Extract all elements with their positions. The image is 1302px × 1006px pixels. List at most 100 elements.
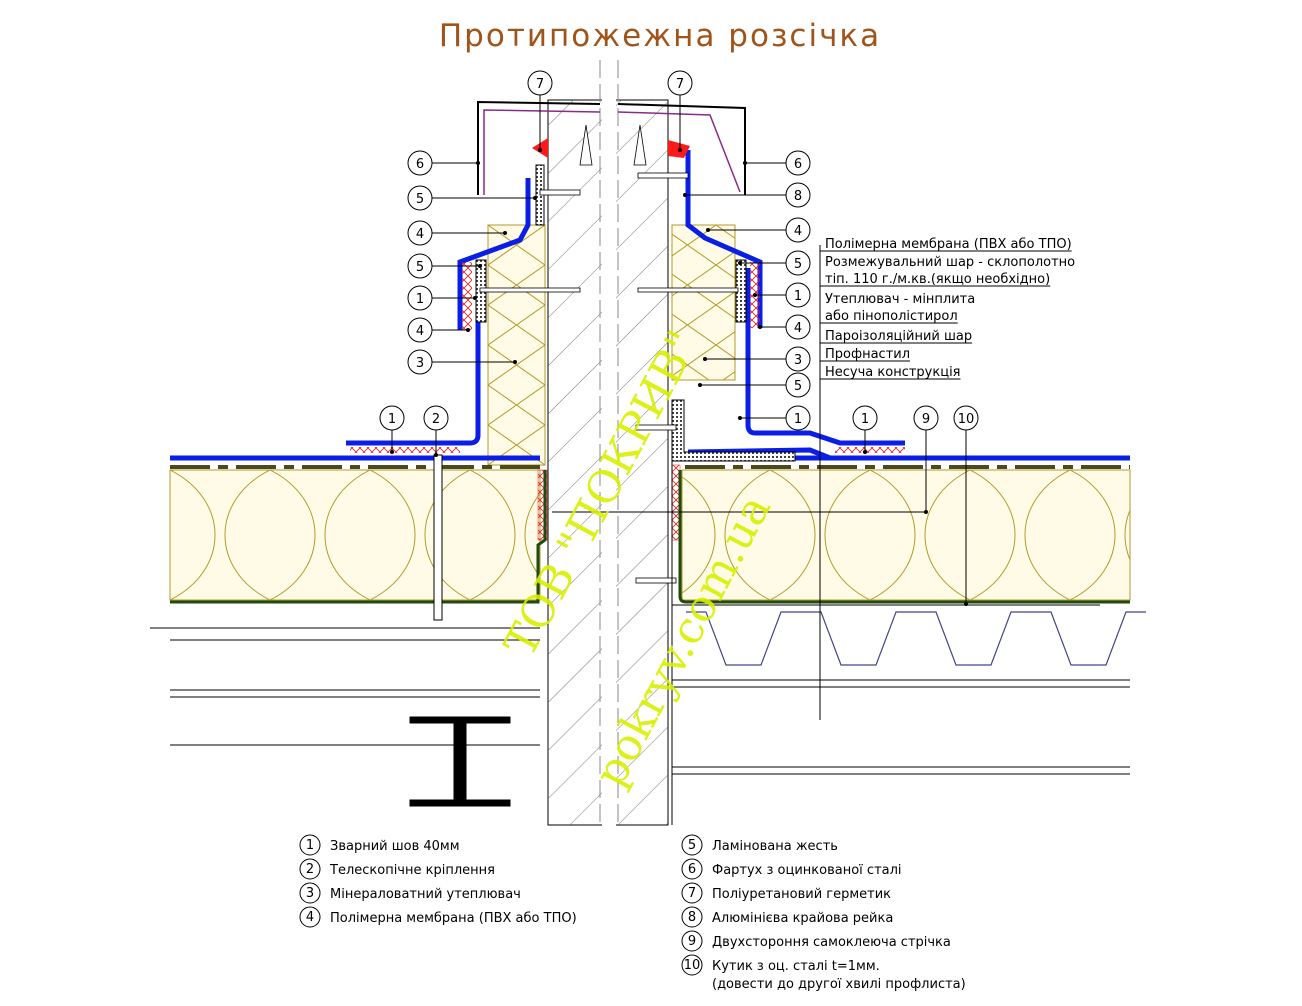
callout-number: 5 bbox=[794, 257, 802, 272]
galvanized-cap-flashing bbox=[477, 100, 746, 195]
callout-number: 7 bbox=[676, 77, 684, 92]
callout-4: 4 bbox=[758, 314, 811, 340]
callout-number: 5 bbox=[416, 192, 424, 207]
callout-number: 8 bbox=[794, 189, 802, 204]
callout-number: 4 bbox=[794, 224, 802, 239]
legend-number: 7 bbox=[688, 886, 696, 901]
structure-right bbox=[671, 440, 1130, 825]
callout-number: 6 bbox=[794, 157, 802, 172]
layer-label: Розмежувальний шар - склополотно bbox=[825, 255, 1075, 270]
layer-label: або пінополістирол bbox=[825, 309, 958, 324]
callout-1: 1 bbox=[738, 405, 811, 431]
legend-text: Кутик з оц. сталі t=1мм. bbox=[712, 959, 880, 974]
callout-3: 3 bbox=[407, 349, 517, 375]
callout-5: 5 bbox=[407, 185, 537, 211]
callout-5: 5 bbox=[738, 250, 811, 276]
legend-text: Алюмінієва крайова рейка bbox=[712, 911, 893, 926]
callout-number: 3 bbox=[794, 353, 802, 368]
legend-number: 2 bbox=[306, 862, 314, 877]
callout-6: 6 bbox=[743, 150, 811, 176]
callout-number: 1 bbox=[794, 412, 802, 427]
callout-10: 10 bbox=[953, 405, 979, 606]
callout-number: 1 bbox=[861, 412, 869, 427]
callout-2: 2 bbox=[423, 405, 449, 457]
weld-seam-upstand-left bbox=[462, 262, 472, 330]
callout-1: 1 bbox=[753, 282, 811, 308]
i-beam bbox=[409, 716, 511, 807]
legend-item: 7 Поліуретановий герметик bbox=[681, 882, 891, 904]
layer-label: Пароізоляційний шар bbox=[825, 329, 972, 344]
legend-text: Полімерна мембрана (ПВХ або ТПО) bbox=[330, 911, 577, 926]
legend-item: 6 Фартух з оцинкованої сталі bbox=[681, 858, 902, 880]
callout-number: 4 bbox=[416, 324, 424, 339]
layer-label: Утеплювач - мінплита bbox=[825, 292, 975, 307]
callout-3: 3 bbox=[703, 346, 811, 372]
callout-6: 6 bbox=[407, 150, 480, 176]
legend-text: Двухстороння самоклеюча стрічка bbox=[712, 935, 951, 950]
callout-number: 1 bbox=[388, 412, 396, 427]
callout-number: 9 bbox=[922, 412, 930, 427]
callout-4: 4 bbox=[706, 217, 811, 243]
legend-item: 1 Зварний шов 40мм bbox=[299, 834, 460, 856]
layer-labels: Полімерна мембрана (ПВХ або ТПО) Розмежув… bbox=[820, 237, 1075, 380]
structure-left bbox=[150, 627, 540, 807]
callout-number: 5 bbox=[416, 260, 424, 275]
callout-number: 3 bbox=[416, 356, 424, 371]
layer-label: Профнастил bbox=[825, 347, 910, 362]
callout-5: 5 bbox=[407, 253, 482, 279]
legend-note: (довести до другої хвилі профлиста) bbox=[712, 977, 966, 992]
legend-number: 9 bbox=[688, 934, 696, 949]
callouts: 7 6 5 4 5 1 4 3 1 2 7 6 8 4 5 1 4 3 5 1 1 9 10 bbox=[379, 70, 979, 606]
callout-number: 7 bbox=[536, 77, 544, 92]
legend-number: 5 bbox=[688, 838, 696, 853]
callout-4: 4 bbox=[407, 220, 507, 246]
callout-5: 5 bbox=[698, 372, 811, 398]
drawing-title: Протипожежна розсічка bbox=[439, 18, 881, 54]
weld-seam-right bbox=[835, 447, 905, 453]
legend-number: 6 bbox=[688, 862, 696, 877]
callout-1: 1 bbox=[852, 405, 878, 454]
legend-item: 5 Ламінована жесть bbox=[681, 834, 838, 856]
roof-insulation bbox=[169, 469, 1131, 601]
callout-7: 7 bbox=[667, 70, 693, 152]
upstand-insulation bbox=[487, 224, 736, 466]
callout-number: 2 bbox=[432, 412, 440, 427]
layer-label: Несуча конструкція bbox=[825, 365, 961, 380]
callout-1: 1 bbox=[379, 405, 405, 454]
layer-label: Полімерна мембрана (ПВХ або ТПО) bbox=[825, 237, 1072, 252]
legend-item: 8 Алюмінієва крайова рейка bbox=[681, 906, 893, 928]
legend-text: Телескопічне кріплення bbox=[329, 863, 495, 878]
profiled-deck bbox=[686, 611, 1146, 666]
legend-text: Зварний шов 40мм bbox=[330, 839, 460, 854]
legend-item: 2 Телескопічне кріплення bbox=[299, 858, 495, 880]
weld-seam-left bbox=[350, 447, 460, 453]
telescopic-fastener bbox=[433, 454, 443, 621]
legend-number: 10 bbox=[684, 958, 701, 973]
legend-number: 3 bbox=[306, 886, 314, 901]
callout-number: 6 bbox=[416, 157, 424, 172]
masonry-wall bbox=[547, 60, 669, 826]
callout-number: 1 bbox=[416, 292, 424, 307]
callout-number: 4 bbox=[416, 227, 424, 242]
callout-number: 1 bbox=[794, 289, 802, 304]
legend-item: 9 Двухстороння самоклеюча стрічка bbox=[681, 930, 951, 952]
legend-number: 1 bbox=[306, 838, 314, 853]
legend-text: Поліуретановий герметик bbox=[712, 887, 891, 902]
legend-text: Фартух з оцинкованої сталі bbox=[712, 863, 902, 878]
callout-1: 1 bbox=[407, 285, 477, 311]
legend-number: 8 bbox=[688, 910, 696, 925]
anchors bbox=[479, 124, 739, 584]
legend-item: 10 Кутик з оц. сталі t=1мм. bbox=[681, 954, 880, 976]
vapor-barrier-left bbox=[170, 470, 547, 604]
vapor-barrier-right bbox=[678, 470, 1130, 604]
legend-text: Ламінована жесть bbox=[712, 839, 838, 854]
callout-7: 7 bbox=[527, 70, 553, 152]
callout-number: 5 bbox=[794, 379, 802, 394]
legend: 1 Зварний шов 40мм 2 Телескопічне кріплення… bbox=[299, 834, 951, 976]
callout-number: 10 bbox=[958, 412, 975, 427]
callout-number: 4 bbox=[794, 321, 802, 336]
callout-4: 4 bbox=[407, 317, 470, 343]
